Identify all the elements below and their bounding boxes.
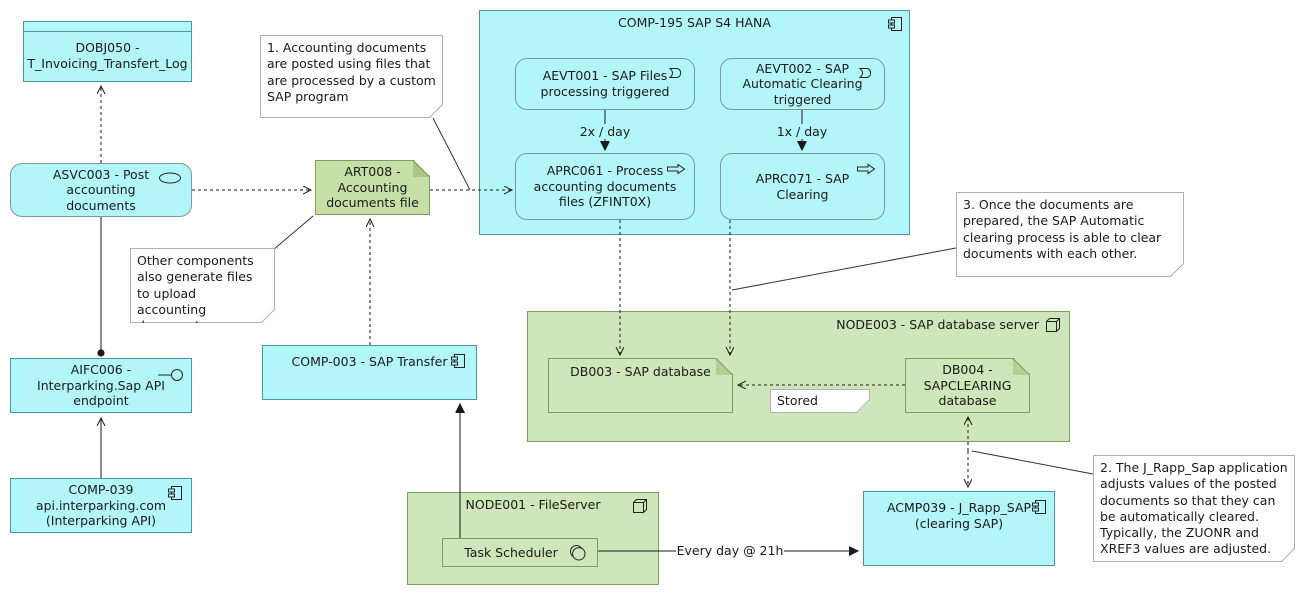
node-node003-label: NODE003 - SAP database server xyxy=(836,317,1039,332)
node-aprc071-label: APRC071 - SAP Clearing xyxy=(755,170,850,202)
node-aevt002-sap-automatic-clearing-triggered[interactable]: AEVT002 - SAP Automatic Clearing trigger… xyxy=(720,58,885,110)
node-node001-label: NODE001 - FileServer xyxy=(465,497,601,512)
note-3-clearing: 3. Once the documents are prepared, the … xyxy=(956,192,1184,277)
node-aifc006-label: AIFC006 - Interparking.Sap API endpoint xyxy=(37,362,165,409)
note-1-text: 1. Accounting documents are posted using… xyxy=(267,40,436,104)
service-icon xyxy=(158,172,182,187)
node-acmp039-j-rapp-sap[interactable]: ACMP039 - J_Rapp_SAP (clearing SAP) xyxy=(863,491,1055,566)
note-other-components: Other components also generate files to … xyxy=(130,248,275,323)
node-db003-label: DB003 - SAP database xyxy=(570,364,711,379)
node-asvc003-label: ASVC003 - Post accounting documents xyxy=(52,166,150,213)
node-comp003-sap-transfer[interactable]: COMP-003 - SAP Transfer xyxy=(262,345,477,400)
node-art008-accounting-documents-file[interactable]: ART008 - Accounting documents file xyxy=(315,160,430,215)
node-db003-sap-database[interactable]: DB003 - SAP database xyxy=(548,358,733,413)
wire-note-other-connector xyxy=(272,215,314,251)
system-software-icon xyxy=(569,544,589,567)
event-icon xyxy=(667,66,684,83)
process-icon xyxy=(856,162,876,179)
node-aprc061-process-accounting-documents-files[interactable]: APRC061 - Process accounting documents f… xyxy=(515,153,695,220)
node-aevt001-label: AEVT001 - SAP Files processing triggered xyxy=(540,68,670,99)
node-comp003-label: COMP-003 - SAP Transfer xyxy=(291,354,448,369)
node-acmp039-label: ACMP039 - J_Rapp_SAP (clearing SAP) xyxy=(886,500,1032,531)
note-2-text: 2. The J_Rapp_Sap application adjusts va… xyxy=(1100,460,1288,557)
node-aifc006-interparking-sap-api-endpoint[interactable]: AIFC006 - Interparking.Sap API endpoint xyxy=(10,358,192,413)
node-dobj050-label: DOBJ050 - T_Invoicing_Transfert_Log xyxy=(27,39,188,71)
edge-label-1x-day: 1x / day xyxy=(770,124,834,139)
node-icon xyxy=(1045,317,1061,336)
node-aevt002-label: AEVT002 - SAP Automatic Clearing trigger… xyxy=(742,60,863,107)
component-icon xyxy=(1031,499,1047,518)
node-db004-label: DB004 - SAPCLEARING database xyxy=(923,362,1012,409)
wire-note3-connector xyxy=(731,247,957,291)
note-stored-label: Stored xyxy=(770,389,870,413)
data-object-bar-icon xyxy=(24,22,191,32)
node-aprc061-label: APRC061 - Process accounting documents f… xyxy=(533,163,677,210)
edge-label-every-day-21h: Every day @ 21h xyxy=(676,543,784,558)
node-asvc003-post-accounting-documents[interactable]: ASVC003 - Post accounting documents xyxy=(10,163,192,217)
wire-note2-connector xyxy=(971,450,1094,475)
edge-label-2x-day: 2x / day xyxy=(573,124,637,139)
note-1-posting: 1. Accounting documents are posted using… xyxy=(260,35,443,118)
wire-note1-connector xyxy=(432,117,471,191)
note-stored-text: Stored xyxy=(777,393,818,408)
node-task-scheduler[interactable]: Task Scheduler xyxy=(442,538,598,567)
node-comp039-label: COMP-039 api.interparking.com (Interpark… xyxy=(35,482,167,529)
note-other-text: Other components also generate files to … xyxy=(137,253,254,333)
node-db004-sapclearing-database[interactable]: DB004 - SAPCLEARING database xyxy=(905,358,1030,413)
node-aevt001-sap-files-processing-triggered[interactable]: AEVT001 - SAP Files processing triggered xyxy=(515,58,695,110)
note-2-jrapp: 2. The J_Rapp_Sap application adjusts va… xyxy=(1093,455,1295,562)
node-comp039-interparking-api[interactable]: COMP-039 api.interparking.com (Interpark… xyxy=(10,478,192,533)
node-comp195-label: COMP-195 SAP S4 HANA xyxy=(618,15,771,30)
node-dobj050-data-object[interactable]: DOBJ050 - T_Invoicing_Transfert_Log xyxy=(23,21,192,82)
node-task-scheduler-label: Task Scheduler xyxy=(464,544,558,560)
note-3-text: 3. Once the documents are prepared, the … xyxy=(963,197,1162,261)
node-aprc071-sap-clearing[interactable]: APRC071 - SAP Clearing xyxy=(720,153,885,220)
node-art008-label: ART008 - Accounting documents file xyxy=(326,164,419,211)
component-icon xyxy=(167,485,183,504)
component-icon xyxy=(450,353,466,372)
